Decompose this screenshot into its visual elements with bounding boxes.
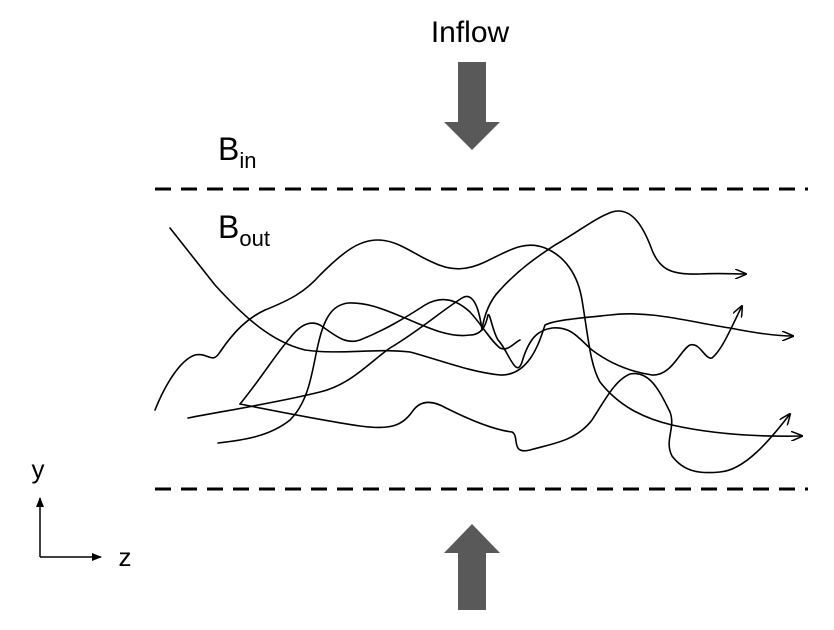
y-axis-label: y	[32, 454, 45, 484]
inflow-arrow-top	[444, 62, 500, 150]
z-axis-label: z	[119, 542, 132, 572]
b-in-label: Bin	[218, 131, 256, 173]
field-line-6	[239, 298, 521, 405]
field-line-2	[154, 239, 802, 436]
field-line-3	[187, 210, 746, 419]
b-out-label: Bout	[218, 209, 270, 251]
b-out-main: B	[218, 209, 239, 245]
field-line-4	[217, 302, 742, 444]
b-in-main: B	[218, 131, 239, 167]
field-line-5	[239, 372, 790, 474]
inflow-label: Inflow	[431, 16, 510, 49]
field-line-1	[169, 227, 793, 376]
b-in-subscript: in	[239, 148, 256, 173]
b-out-subscript: out	[239, 226, 270, 251]
inflow-arrow-bottom	[444, 524, 500, 610]
